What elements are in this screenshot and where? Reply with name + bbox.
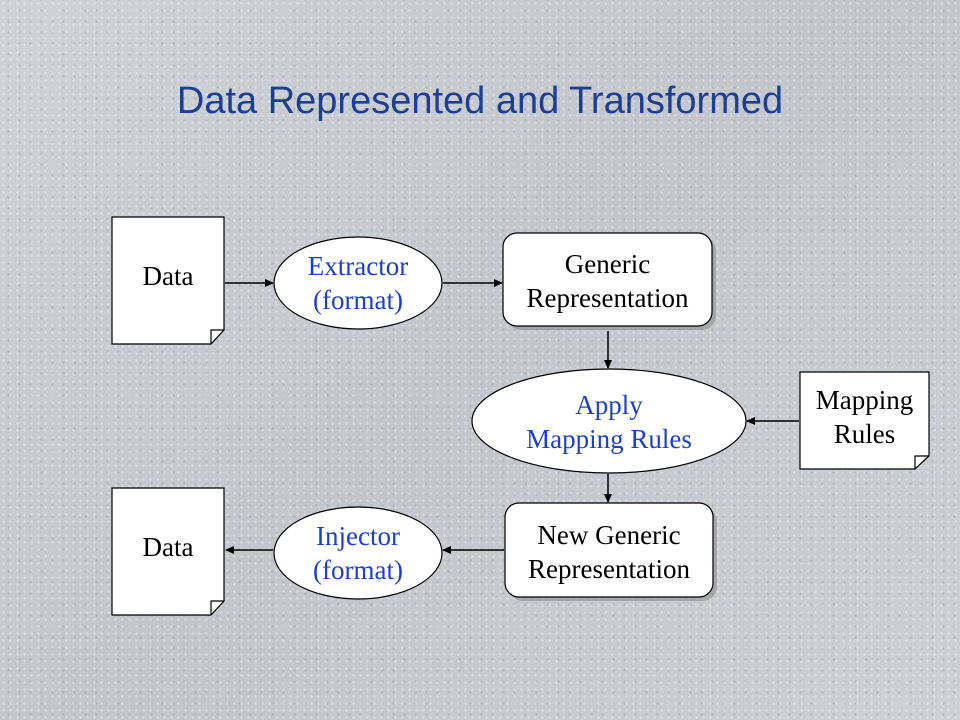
new-generic-representation-label: New Generic Representation [528,520,690,584]
mapping-rules-document [799,371,930,470]
apply-mapping-rules-label: Apply Mapping Rules [526,390,692,454]
generic-representation-label: Generic Representation [526,249,689,313]
data-output-label: Data [142,532,194,562]
extractor-label: Extractor (format) [307,251,409,315]
data-input-label: Data [142,261,194,291]
extractor-process-ellipse [273,236,443,330]
data-input-document [111,216,225,345]
injector-label: Injector (format) [313,521,403,585]
data-output-document [111,487,225,616]
generic-representation-box [502,232,716,330]
mapping-rules-label: Mapping Rules [815,385,914,449]
new-generic-representation-box [504,502,717,601]
slide-title: Data Represented and Transformed [176,80,784,122]
